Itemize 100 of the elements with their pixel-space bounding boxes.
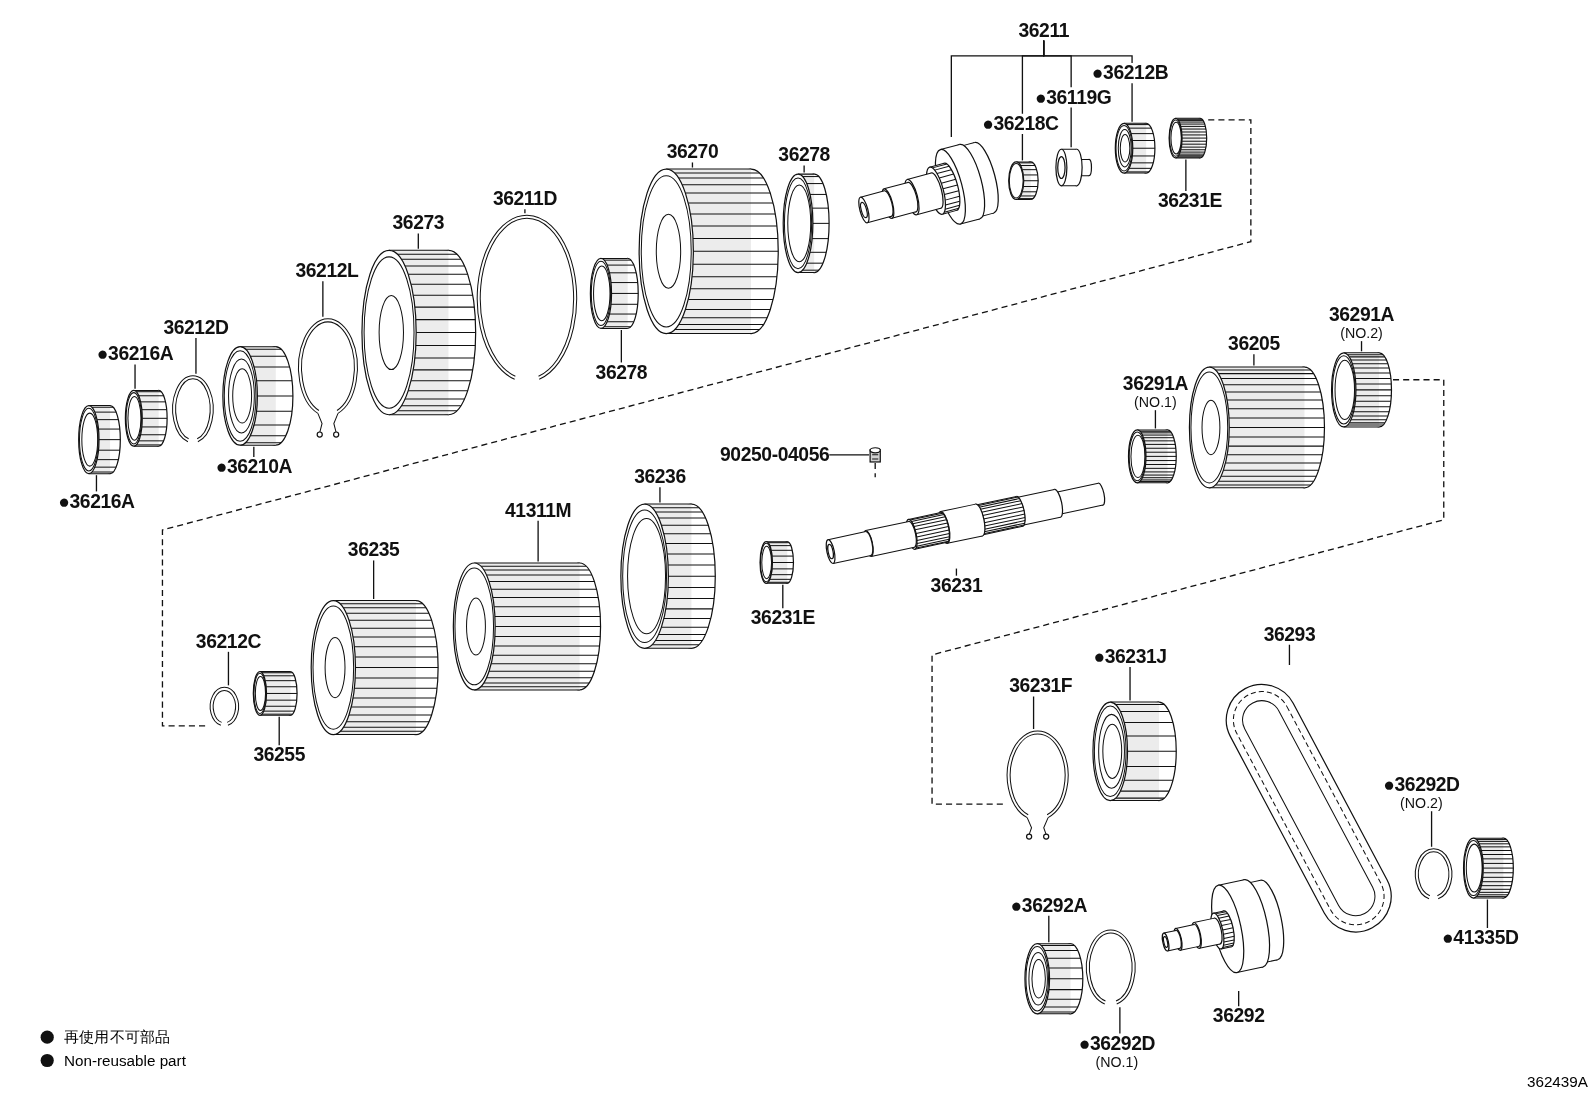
leader-line <box>95 474 98 493</box>
leader-line <box>874 462 876 478</box>
part-number: ●36212B <box>1091 62 1169 84</box>
snap-ring-drawing <box>1413 846 1454 902</box>
part-number: 36211D <box>492 188 557 210</box>
leader-line <box>1253 353 1255 367</box>
leader-line <box>1129 666 1131 702</box>
ring-drawing <box>77 404 122 476</box>
ring-drawing <box>123 388 169 448</box>
leader-line <box>803 164 805 174</box>
part-number: 36231 <box>930 575 983 596</box>
part-number: 36231E <box>1157 190 1222 212</box>
part-number: 36231E <box>750 608 815 629</box>
gear-drawing <box>1187 365 1326 490</box>
leader-line <box>1048 915 1050 943</box>
leader-line <box>1430 810 1433 848</box>
ring-drawing <box>251 670 299 717</box>
gear-drawing <box>309 599 440 737</box>
leader-line <box>161 119 1252 727</box>
snap-ring-drawing <box>170 373 216 445</box>
leader-line <box>195 337 197 375</box>
gear-drawing <box>451 561 603 692</box>
part-number: 36293 <box>1263 624 1316 645</box>
part-number: 36292 <box>1212 1006 1265 1027</box>
bearing-drawing <box>1113 121 1157 175</box>
leader-line <box>1154 409 1157 430</box>
leader-line <box>1288 644 1291 666</box>
part-number: 36212C <box>195 631 261 652</box>
leader-line <box>1185 158 1187 192</box>
part-number: 36291A <box>1328 304 1395 325</box>
variant-note: (NO.2) <box>1399 795 1444 812</box>
bearing-drawing <box>1023 942 1085 1016</box>
variant-note: (NO.1) <box>1133 393 1178 411</box>
bearing-drawing <box>221 345 295 447</box>
leader-line <box>1131 82 1133 123</box>
leader-line <box>1070 106 1072 148</box>
variant-note: (NO.1) <box>1094 1053 1140 1071</box>
pin-drawing <box>869 446 882 463</box>
part-number: 36270 <box>666 142 719 163</box>
needle-bearing-drawing <box>1127 428 1178 485</box>
leader-line <box>417 232 419 250</box>
needle-bearing-drawing <box>1462 836 1515 900</box>
part-number: ●41335D <box>1442 928 1519 949</box>
part-number: 36212L <box>295 260 359 282</box>
part-number: ●36210A <box>215 456 292 478</box>
part-number: ●36292D <box>1383 774 1460 795</box>
ring-drawing <box>758 540 795 585</box>
part-number: 36291A <box>1122 373 1188 394</box>
gear-drawing <box>637 167 780 336</box>
leader-line <box>1119 1006 1121 1035</box>
leader-line <box>322 280 324 318</box>
bearing-drawing <box>1091 700 1178 803</box>
part-number: ●36292D <box>1078 1033 1156 1054</box>
legend-text: Non-reusable part <box>63 1051 186 1070</box>
part-number: ●36292A <box>1010 895 1087 916</box>
leader-line <box>782 584 784 609</box>
part-number: 36205 <box>1228 334 1280 355</box>
variant-note: (NO.2) <box>1339 324 1384 342</box>
leader-line <box>1486 898 1489 929</box>
leader-line <box>1238 990 1240 1007</box>
part-number: 36231F <box>1009 676 1073 697</box>
part-number: 36212D <box>163 317 229 339</box>
part-number: 36278 <box>778 145 830 166</box>
snap-ring-drawing <box>1084 928 1138 1008</box>
leader-line <box>620 329 623 364</box>
part-number: ●36231J <box>1093 646 1167 668</box>
leader-line <box>1360 340 1363 352</box>
part-number: ●36216A <box>96 344 174 365</box>
leader-line <box>134 363 136 390</box>
part-number: 36273 <box>392 213 445 234</box>
part-number: 41311M <box>505 500 572 521</box>
part-number: ●36119G <box>1035 87 1112 108</box>
needle-bearing-drawing <box>1167 116 1209 160</box>
part-number: 36278 <box>595 362 648 383</box>
needle-bearing-drawing <box>1330 351 1393 429</box>
leader-line <box>659 486 661 504</box>
leader-line <box>372 559 375 600</box>
leader-line <box>227 651 230 686</box>
cap-drawing <box>1007 160 1040 202</box>
gear-drawing <box>360 248 478 417</box>
leader-line <box>524 208 526 214</box>
leader-line <box>931 379 1445 805</box>
leader-line <box>955 567 958 577</box>
needle-bearing-drawing <box>619 502 717 650</box>
part-number: 36211 <box>1018 20 1069 41</box>
part-number: 90250-04056 <box>720 444 830 465</box>
part-number: ●36216A <box>58 491 135 512</box>
leader-line <box>278 716 280 746</box>
leader-line <box>253 446 255 458</box>
legend-text: 再使用不可部品 <box>63 1027 171 1047</box>
part-number: ●36218C <box>982 113 1059 134</box>
part-number: 36255 <box>253 745 305 766</box>
leader-line <box>537 520 539 563</box>
leader-line <box>1032 695 1035 730</box>
ring-drawing <box>588 256 640 330</box>
leader-line <box>1021 133 1024 162</box>
leader-line <box>1043 39 1133 64</box>
part-number: 36235 <box>347 540 400 561</box>
leader-line <box>828 454 870 456</box>
part-number: 36236 <box>634 467 686 488</box>
